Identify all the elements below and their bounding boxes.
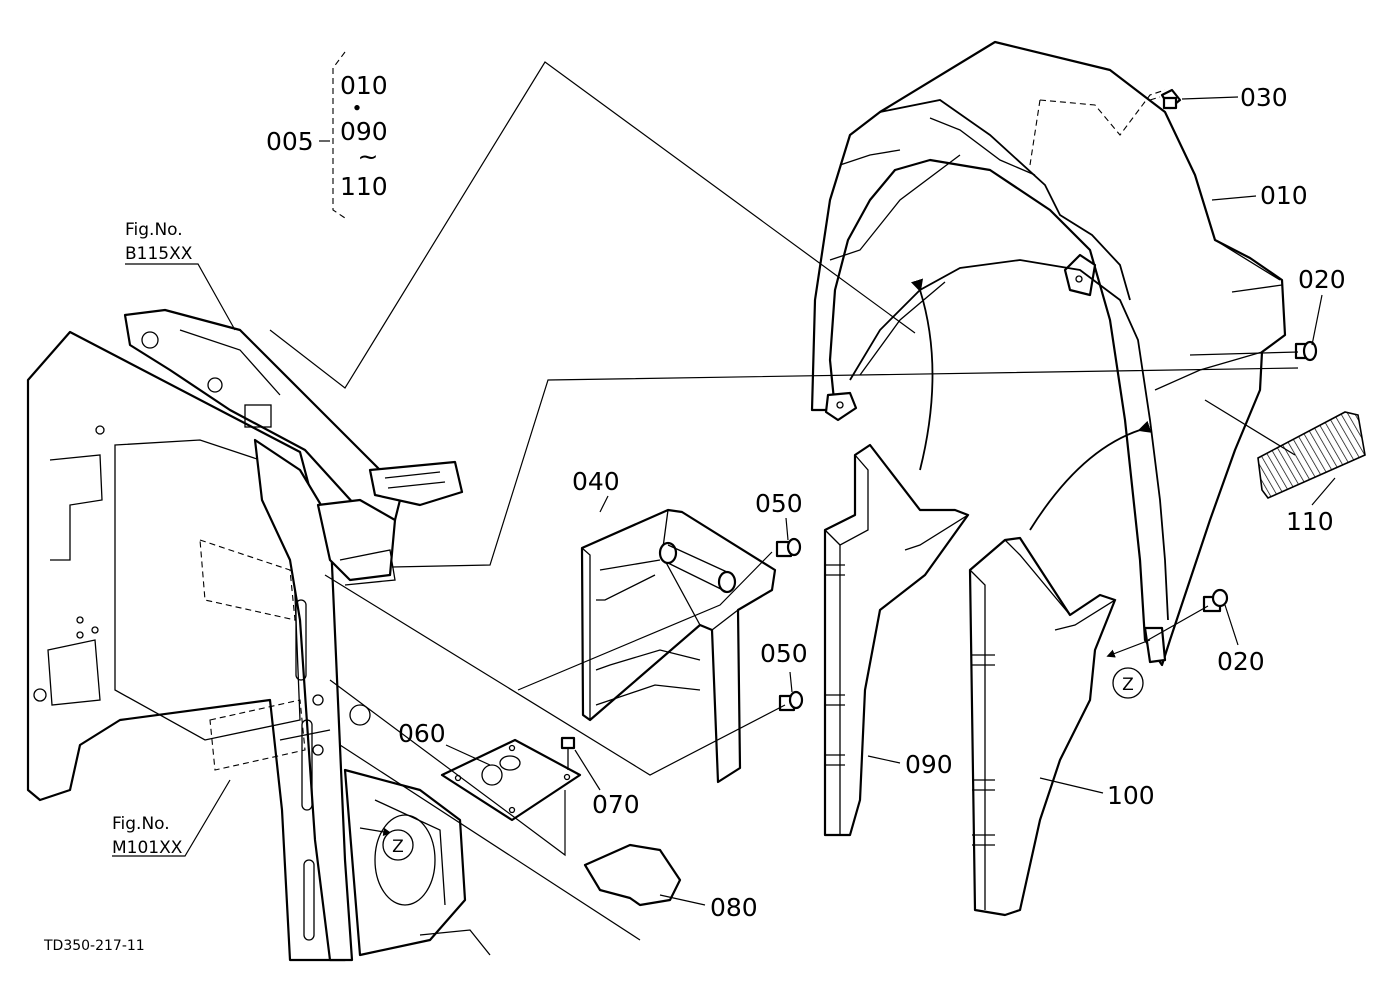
part-060-plate [440, 738, 582, 822]
assembly-number: 005 [266, 127, 314, 156]
chassis-frame [26, 308, 491, 962]
fastener-020-upper [1294, 340, 1318, 362]
reference-lines [269, 61, 1299, 941]
part-label-020-upper: 020 [1298, 265, 1346, 294]
part-110-decal [1257, 411, 1366, 499]
assembly-member-1: 010 [340, 71, 388, 100]
fastener-020-lower [1202, 588, 1229, 613]
part-100-panel [968, 536, 1117, 917]
view-marker-z-left: Z [382, 829, 414, 861]
assembly-label-group: 005 010 ・ 090 ~ 110 [266, 71, 388, 201]
fastener-050-upper [775, 537, 802, 558]
assembly-separator-tilde: ~ [358, 142, 379, 171]
part-090-panel [823, 443, 970, 837]
figure-ref-m101: Fig.No. M101XX [112, 814, 183, 858]
view-marker-z-right: Z [1112, 667, 1144, 699]
svg-text:B115XX: B115XX [125, 244, 193, 264]
part-label-060: 060 [398, 719, 446, 748]
part-label-080: 080 [710, 893, 758, 922]
part-label-040: 040 [572, 467, 620, 496]
leader-lines [112, 96, 1336, 906]
figure-ref-b115: Fig.No. B115XX [125, 220, 193, 264]
part-label-070: 070 [592, 790, 640, 819]
drawing-code: TD350-217-11 [43, 938, 145, 954]
assembly-bracket [332, 51, 346, 219]
part-label-020-lower: 020 [1217, 647, 1265, 676]
part-080-pad [583, 843, 682, 907]
part-label-050-lower: 050 [760, 639, 808, 668]
part-040-cover [580, 508, 777, 784]
part-label-050-upper: 050 [755, 489, 803, 518]
svg-text:Z: Z [392, 837, 404, 857]
svg-text:Fig.No.: Fig.No. [112, 814, 170, 834]
svg-text:Fig.No.: Fig.No. [125, 220, 183, 240]
part-label-090: 090 [905, 750, 953, 779]
fastener-050-lower [778, 690, 804, 712]
part-010-cover [810, 40, 1296, 667]
fastener-030 [1160, 88, 1182, 110]
svg-text:M101XX: M101XX [112, 838, 183, 858]
part-label-110: 110 [1286, 507, 1334, 536]
part-label-030: 030 [1240, 83, 1288, 112]
assembly-separator-dot: ・ [344, 94, 369, 123]
fastener-070 [560, 736, 576, 770]
assembly-member-2: 090 [340, 117, 388, 146]
part-label-100: 100 [1107, 781, 1155, 810]
svg-text:Z: Z [1122, 675, 1134, 695]
assembly-member-3: 110 [340, 172, 388, 201]
part-label-010: 010 [1260, 181, 1308, 210]
